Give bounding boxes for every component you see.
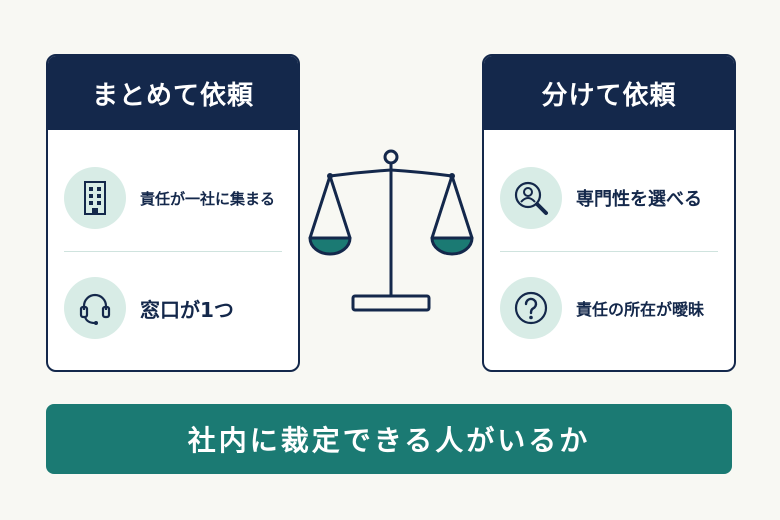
list-item: 責任の所在が曖昧: [484, 268, 734, 348]
separate-request-title: 分けて依頼: [484, 56, 734, 130]
item-label: 窓口が1つ: [140, 297, 234, 322]
divider: [64, 251, 282, 252]
item-label: 専門性を選べる: [576, 189, 702, 210]
separate-request-card: 分けて依頼 専門性を選べる 責任の所在が曖昧: [482, 54, 736, 372]
headset-icon: [64, 277, 126, 339]
question-banner: 社内に裁定できる人がいるか: [46, 404, 732, 474]
list-item: 責任が一社に集まる: [48, 158, 298, 238]
item-label: 責任の所在が曖昧: [576, 300, 705, 319]
combined-request-title: まとめて依頼: [48, 56, 298, 130]
question-icon: [500, 277, 562, 339]
balance-scale-icon: [308, 146, 474, 316]
item-label: 責任が一社に集まる: [140, 189, 276, 208]
list-item: 窓口が1つ: [48, 268, 298, 348]
combined-request-card: まとめて依頼 責任が一社に集まる: [46, 54, 300, 372]
divider: [500, 251, 718, 252]
list-item: 専門性を選べる: [484, 158, 734, 238]
person-search-icon: [500, 167, 562, 229]
building-icon: [64, 167, 126, 229]
